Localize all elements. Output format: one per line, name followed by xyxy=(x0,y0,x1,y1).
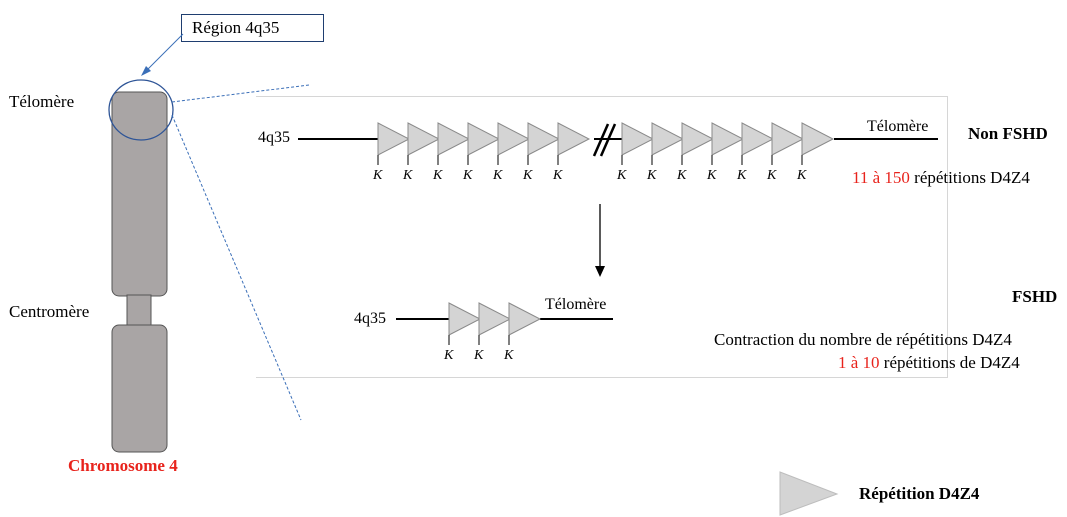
non-fshd-repeat-triangle xyxy=(377,122,411,156)
non-fshd-repeat-triangle xyxy=(621,122,655,156)
non-fshd-repeat-triangle xyxy=(437,122,471,156)
fshd-range-text: répétitions de D4Z4 xyxy=(883,353,1020,372)
non-fshd-range-text: répétitions D4Z4 xyxy=(914,168,1030,187)
fshd-description: Contraction du nombre de répétitions D4Z… xyxy=(714,330,1012,349)
chromosome-lower-arm xyxy=(111,324,168,453)
non-fshd-repeat-triangle xyxy=(741,122,775,156)
non-fshd-title: Non FSHD xyxy=(968,124,1048,143)
chromosome-4 xyxy=(111,91,168,453)
non-fshd-repeat-triangle xyxy=(497,122,531,156)
non-fshd-k-label: K xyxy=(522,168,533,183)
non-fshd-k-label: K xyxy=(492,168,503,183)
centromere xyxy=(126,294,152,327)
non-fshd-start-label: 4q35 xyxy=(258,129,290,146)
telomere-label: Télomère xyxy=(9,92,75,111)
non-fshd-repeat-triangle xyxy=(711,122,745,156)
non-fshd-repeat-triangle xyxy=(467,122,501,156)
zoom-line-bottom xyxy=(171,114,302,421)
non-fshd-repeat-triangle xyxy=(527,122,561,156)
region-pointer-arrowhead xyxy=(141,66,151,76)
fshd-repeat-triangle xyxy=(448,302,482,336)
fshd-repeat-triangle xyxy=(478,302,512,336)
down-arrow-head xyxy=(595,266,605,277)
non-fshd-repeat-triangle xyxy=(557,122,591,156)
non-fshd-repeat-triangle xyxy=(681,122,715,156)
zoom-line-top xyxy=(171,84,310,103)
chromosome-name: Chromosome 4 xyxy=(68,456,178,475)
non-fshd-repeat-triangle xyxy=(801,122,835,156)
non-fshd-k-label: K xyxy=(706,168,717,183)
non-fshd-range: 11 à 150 répétitions D4Z4 xyxy=(852,168,1030,188)
break-mark-1 xyxy=(592,123,610,157)
non-fshd-k-label: K xyxy=(646,168,657,183)
fshd-k-label: K xyxy=(473,348,484,363)
non-fshd-range-value: 11 à 150 xyxy=(852,168,910,187)
region-pointer-line xyxy=(145,33,184,72)
non-fshd-k-label: K xyxy=(796,168,807,183)
non-fshd-end-label: Télomère xyxy=(867,118,929,135)
non-fshd-repeat-triangle xyxy=(771,122,805,156)
fshd-range-value: 1 à 10 xyxy=(838,353,880,372)
fshd-start-label: 4q35 xyxy=(354,310,386,327)
centromere-label: Centromère xyxy=(9,302,90,321)
fshd-repeat-triangle xyxy=(508,302,542,336)
legend-label: Répétition D4Z4 xyxy=(859,484,980,503)
fshd-k-label: K xyxy=(503,348,514,363)
legend-triangle xyxy=(779,471,839,516)
non-fshd-k-label: K xyxy=(736,168,747,183)
non-fshd-k-label: K xyxy=(372,168,383,183)
non-fshd-k-label: K xyxy=(766,168,777,183)
non-fshd-k-label: K xyxy=(462,168,473,183)
non-fshd-k-label: K xyxy=(552,168,563,183)
fshd-k-label: K xyxy=(443,348,454,363)
region-label-box: Région 4q35 xyxy=(181,14,324,42)
non-fshd-k-label: K xyxy=(402,168,413,183)
fshd-range: 1 à 10 répétitions de D4Z4 xyxy=(838,353,1020,373)
non-fshd-k-label: K xyxy=(616,168,627,183)
fshd-title: FSHD xyxy=(1012,287,1058,306)
region-label: Région 4q35 xyxy=(192,18,280,37)
zoom-panel xyxy=(256,96,948,378)
non-fshd-repeat-triangle xyxy=(407,122,441,156)
non-fshd-repeat-triangle xyxy=(651,122,685,156)
fshd-end-label: Télomère xyxy=(545,296,607,313)
region-highlight-circle xyxy=(108,79,174,141)
break-mark-2 xyxy=(599,123,617,157)
non-fshd-k-label: K xyxy=(432,168,443,183)
non-fshd-k-label: K xyxy=(676,168,687,183)
chromosome-upper-arm xyxy=(111,91,168,297)
